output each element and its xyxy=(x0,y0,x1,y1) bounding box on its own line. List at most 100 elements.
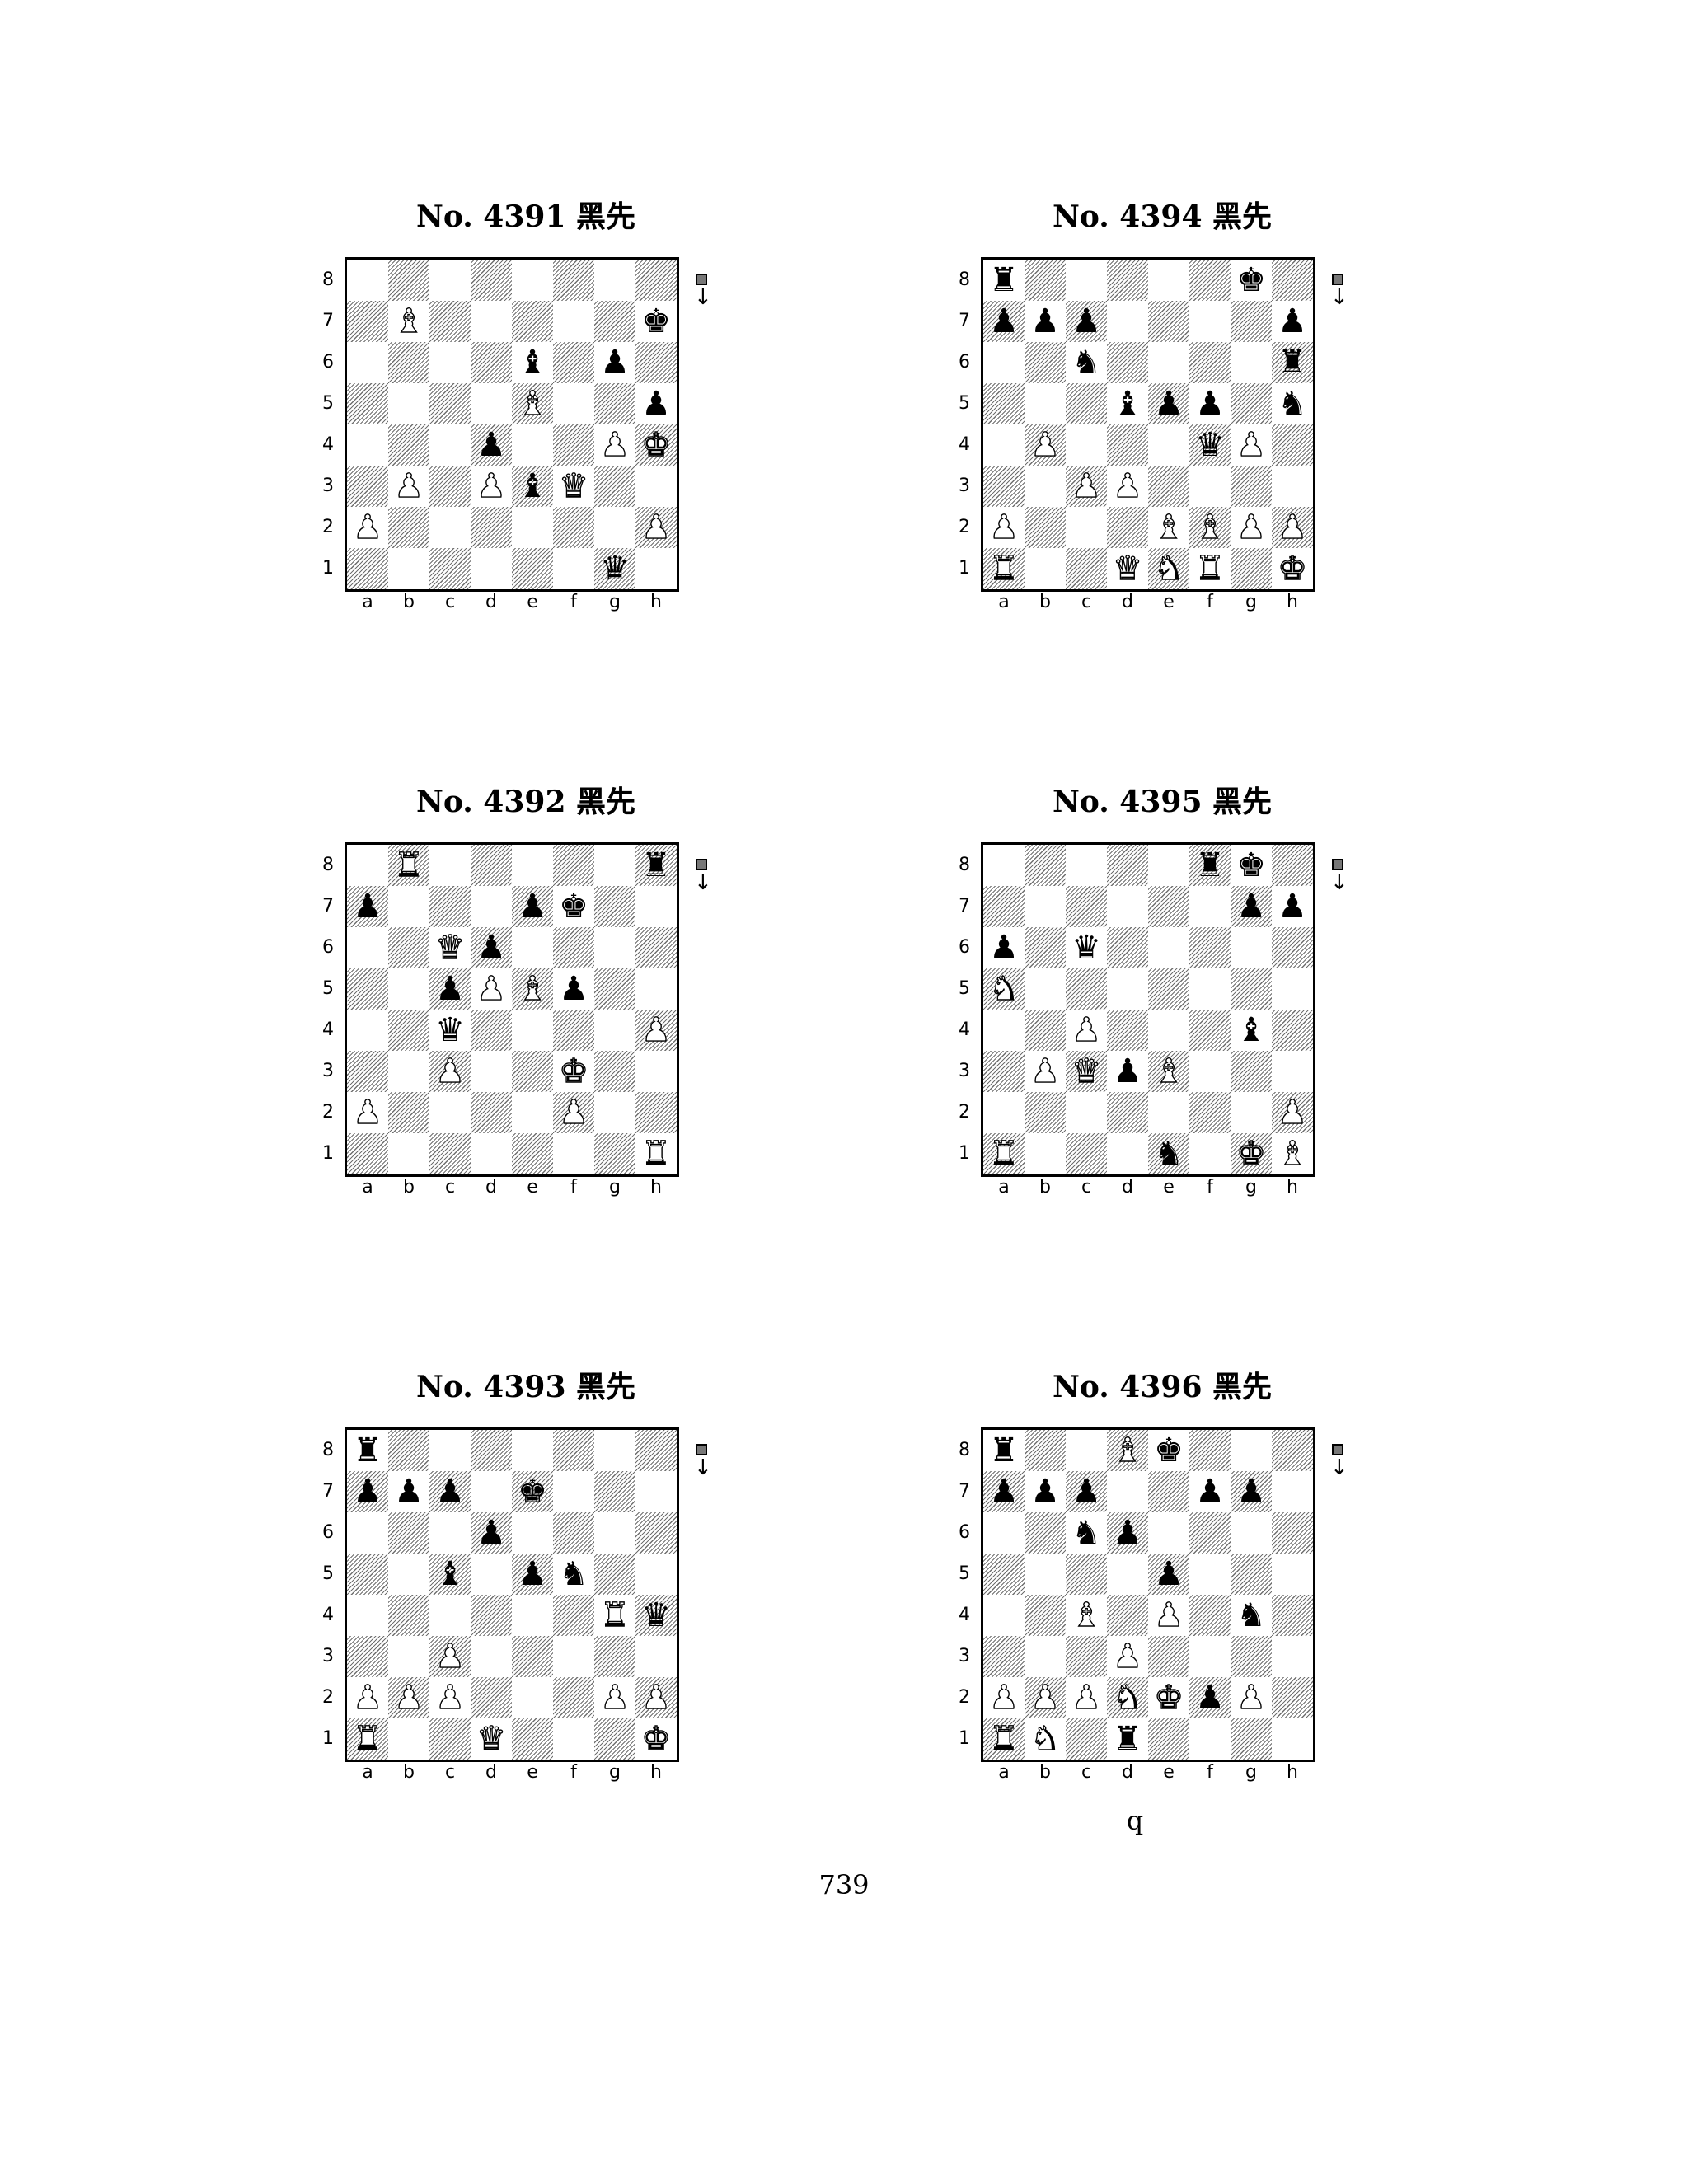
light-square xyxy=(1066,1595,1107,1636)
light-square xyxy=(635,1554,677,1595)
file-label: g xyxy=(609,1177,621,1197)
light-square xyxy=(347,1092,388,1133)
light-square xyxy=(429,507,471,548)
rank-label: 2 xyxy=(322,1687,334,1708)
rank-label: 8 xyxy=(322,1440,334,1460)
file-label: e xyxy=(1163,1762,1175,1783)
light-square xyxy=(1148,1595,1189,1636)
light-square xyxy=(983,1430,1025,1471)
light-square xyxy=(388,1471,429,1512)
dark-square xyxy=(983,548,1025,589)
black-king-icon: ♚ xyxy=(559,888,588,926)
white-bishop-icon: ♝ xyxy=(1194,508,1225,546)
black-king-icon: ♚ xyxy=(518,1473,547,1511)
dark-square xyxy=(1231,1471,1272,1512)
dark-square xyxy=(983,1051,1025,1092)
dark-square xyxy=(1189,1595,1231,1636)
light-square xyxy=(1231,1595,1272,1636)
white-king-icon: ♚ xyxy=(1236,1134,1266,1173)
white-pawn-icon: ♟ xyxy=(1029,425,1060,464)
light-square xyxy=(1189,301,1231,342)
dark-square xyxy=(388,1595,429,1636)
light-square xyxy=(471,1718,512,1760)
dark-square xyxy=(1148,1718,1189,1760)
white-knight-icon: ♞ xyxy=(1112,1678,1142,1717)
white-pawn-icon: ♟ xyxy=(599,425,630,464)
rank-label: 1 xyxy=(959,1728,970,1749)
dark-square xyxy=(1066,466,1107,507)
light-square xyxy=(512,260,553,301)
turn-indicator: ↓ xyxy=(1330,859,1348,900)
light-square xyxy=(347,342,388,383)
dark-square xyxy=(429,1051,471,1092)
white-bishop-icon: ♝ xyxy=(517,384,547,423)
rank-label: 1 xyxy=(322,1728,334,1749)
black-knight-icon: ♞ xyxy=(1278,385,1307,423)
rank-label: 8 xyxy=(959,1440,970,1460)
light-square xyxy=(1231,927,1272,968)
file-label: d xyxy=(1122,592,1133,612)
dark-square xyxy=(388,845,429,886)
black-pawn-icon: ♟ xyxy=(1030,1473,1060,1511)
light-square xyxy=(1272,886,1313,927)
dark-square xyxy=(594,886,635,927)
rank-label: 1 xyxy=(322,558,334,579)
light-square xyxy=(635,1051,677,1092)
light-square xyxy=(347,507,388,548)
light-square xyxy=(1272,301,1313,342)
dark-square xyxy=(594,968,635,1010)
file-label: h xyxy=(1287,592,1298,612)
light-square xyxy=(1189,1471,1231,1512)
light-square xyxy=(635,1133,677,1174)
dark-square xyxy=(512,968,553,1010)
black-pawn-icon: ♟ xyxy=(476,929,506,967)
file-label: c xyxy=(1081,592,1092,612)
light-square xyxy=(1066,1010,1107,1051)
dark-square xyxy=(1025,1677,1066,1718)
dark-square xyxy=(983,383,1025,424)
black-square-icon xyxy=(1332,274,1343,285)
dark-square xyxy=(471,260,512,301)
dark-square xyxy=(1189,927,1231,968)
light-square xyxy=(983,927,1025,968)
white-pawn-icon: ♟ xyxy=(393,1678,424,1717)
dark-square xyxy=(347,886,388,927)
rank-label: 3 xyxy=(322,1646,334,1666)
dark-square xyxy=(1148,886,1189,927)
light-square xyxy=(1025,1554,1066,1595)
dark-square xyxy=(1148,1554,1189,1595)
light-square xyxy=(1025,466,1066,507)
light-square xyxy=(594,424,635,466)
dark-square xyxy=(1107,1677,1148,1718)
dark-square xyxy=(1189,424,1231,466)
light-square xyxy=(1231,424,1272,466)
light-square xyxy=(347,927,388,968)
light-square xyxy=(594,507,635,548)
dark-square xyxy=(1066,886,1107,927)
white-pawn-icon: ♟ xyxy=(476,969,506,1008)
white-pawn-icon: ♟ xyxy=(1153,1596,1184,1634)
white-rook-icon: ♜ xyxy=(640,1134,671,1173)
dark-square xyxy=(388,424,429,466)
black-pawn-icon: ♟ xyxy=(394,1473,424,1511)
dark-square xyxy=(635,260,677,301)
black-pawn-icon: ♟ xyxy=(1195,1473,1225,1511)
white-bishop-icon: ♝ xyxy=(517,969,547,1008)
light-square xyxy=(347,1677,388,1718)
white-rook-icon: ♜ xyxy=(352,1719,382,1758)
light-square xyxy=(1148,1010,1189,1051)
black-rook-icon: ♜ xyxy=(989,1432,1019,1469)
white-pawn-icon: ♟ xyxy=(434,1637,465,1675)
dark-square xyxy=(1189,1010,1231,1051)
dark-square xyxy=(594,301,635,342)
black-king-icon: ♚ xyxy=(1154,1432,1184,1469)
light-square xyxy=(635,886,677,927)
dark-square xyxy=(1189,1677,1231,1718)
file-label: f xyxy=(1207,1762,1213,1783)
dark-square xyxy=(635,1092,677,1133)
light-square xyxy=(1148,1092,1189,1133)
chess-board: ♝♚♝♟♝♟♟♟♚♟♟♝♛♟♟♛ xyxy=(345,257,679,592)
light-square xyxy=(1189,1636,1231,1677)
puzzle-title: No. 4391 黑先 xyxy=(415,199,636,234)
black-pawn-icon: ♟ xyxy=(1030,302,1060,340)
